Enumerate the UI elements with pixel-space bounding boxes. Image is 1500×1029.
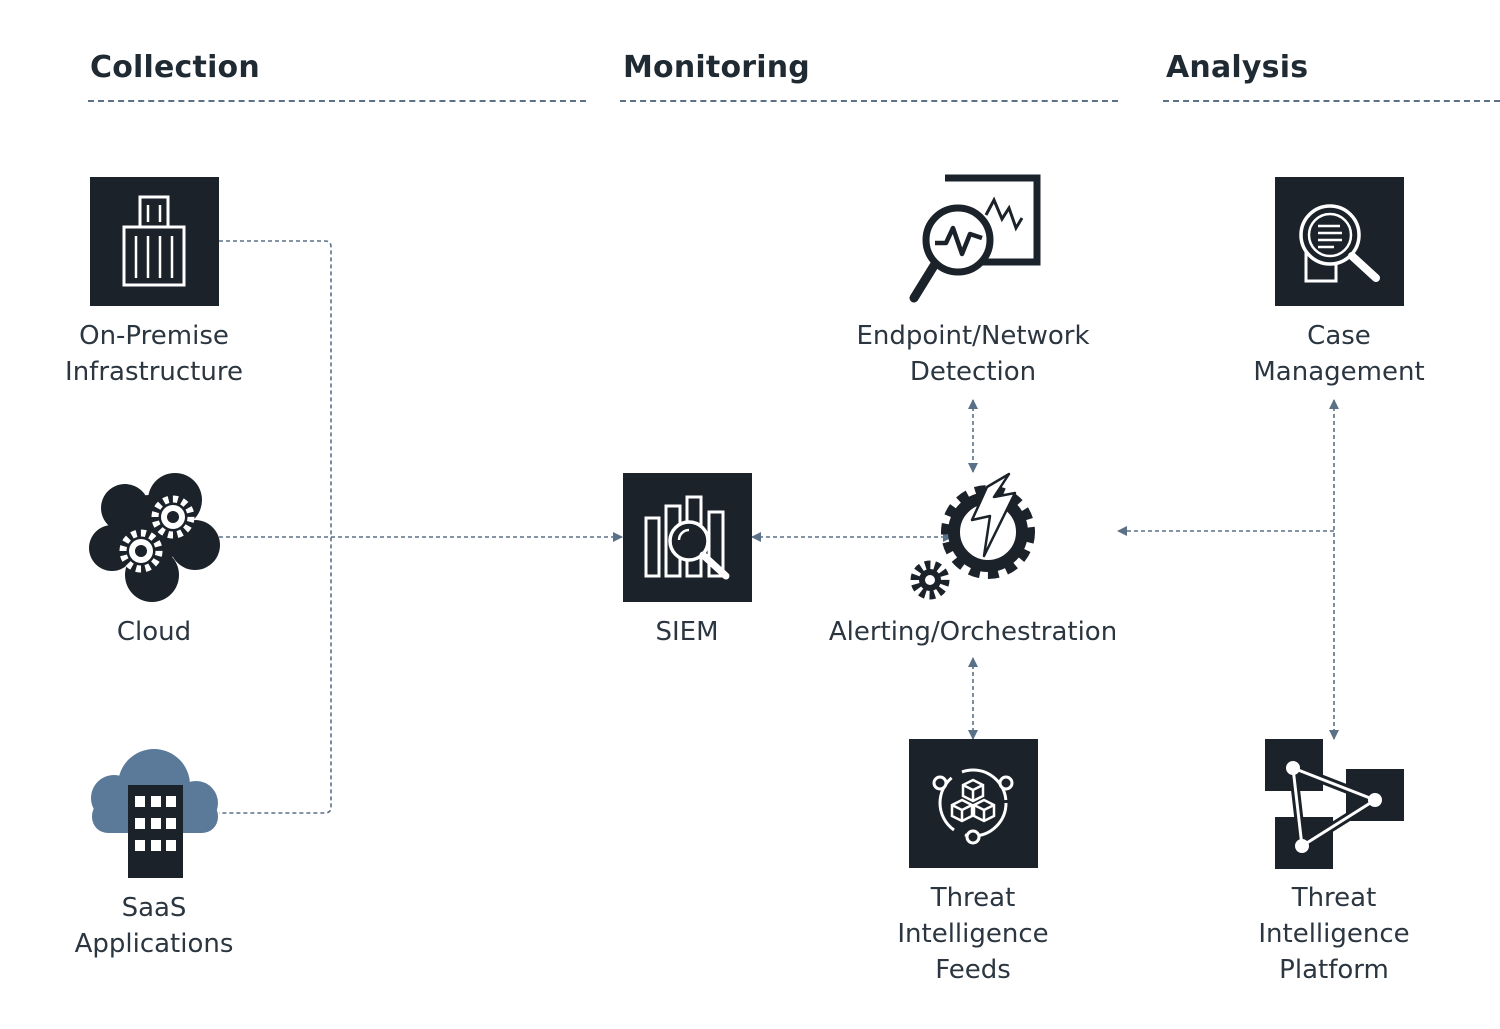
gear-icon [119, 529, 163, 573]
document-magnifier-icon [1275, 177, 1404, 306]
section-divider-analysis [1163, 100, 1500, 102]
connectors [219, 240, 1339, 814]
label-endpoint-network-detection: Endpoint/Network Detection [856, 321, 1090, 387]
section-divider-monitoring [620, 100, 1118, 102]
gear-icon [151, 495, 195, 539]
chart-search-icon [623, 473, 752, 602]
cubes-cycle-icon [909, 739, 1038, 868]
section-title-collection: Collection [90, 50, 260, 85]
section-divider-collection [88, 100, 586, 102]
label-cloud: Cloud [116, 617, 192, 647]
gear-lightning-icon [910, 472, 1035, 600]
connector-onprem-to-bus [219, 240, 332, 814]
label-saas-applications: SaaS Applications [74, 893, 234, 959]
cloud-building-icon [91, 749, 218, 878]
office-building-icon [90, 177, 219, 306]
cloud-gears-icon [89, 473, 220, 602]
label-on-premise-infrastructure: On-Premise Infrastructure [65, 321, 243, 387]
network-triangle-icon [1265, 739, 1404, 869]
gear-icon [910, 560, 950, 600]
section-title-monitoring: Monitoring [623, 50, 810, 85]
label-siem: SIEM [655, 617, 719, 647]
section-title-analysis: Analysis [1166, 50, 1309, 85]
label-threat-intelligence-feeds: Threat Intelligence Feeds [897, 883, 1049, 985]
label-case-management: Case Management [1253, 321, 1425, 387]
label-threat-intelligence-platform: Threat Intelligence Platform [1258, 883, 1410, 985]
monitor-magnifier-icon [909, 174, 1041, 303]
label-alerting-orchestration: Alerting/Orchestration [828, 617, 1118, 647]
